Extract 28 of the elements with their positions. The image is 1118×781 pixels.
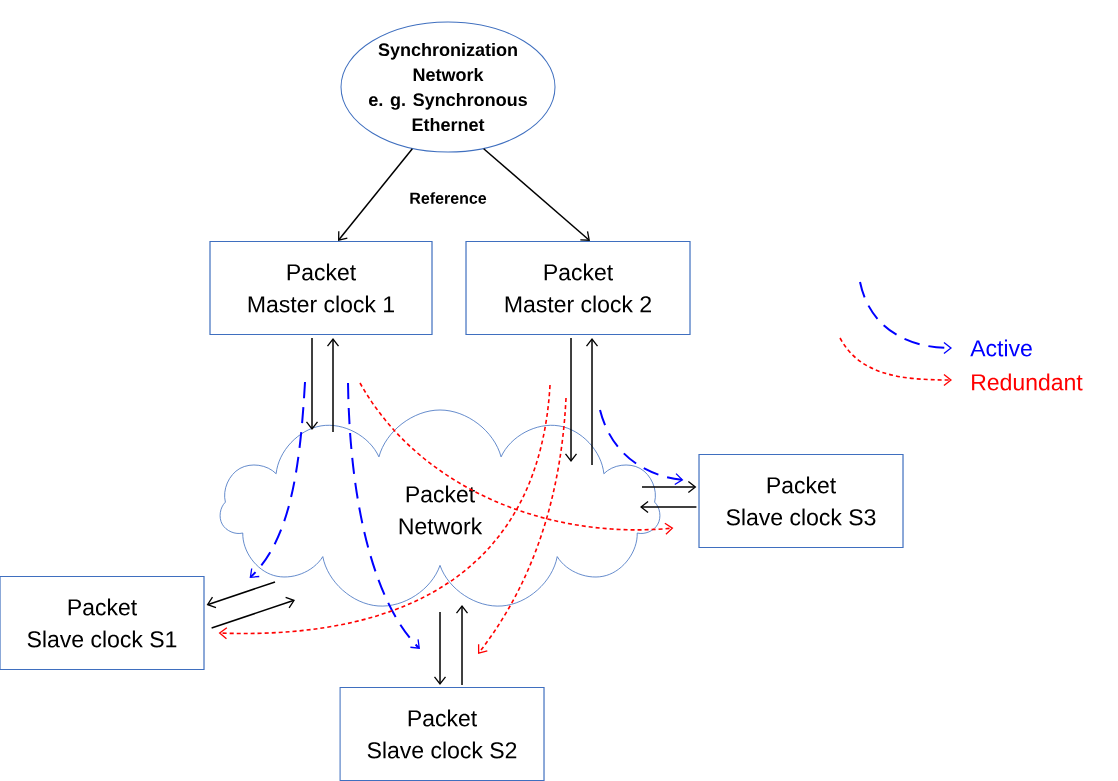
- legend-text: Active: [970, 339, 1032, 357]
- arrow: [482, 148, 590, 241]
- arrow: [210, 596, 295, 629]
- arrow: [359, 382, 674, 535]
- clock-box: Packet Slave clock S2: [339, 686, 545, 781]
- arrow: [347, 382, 420, 649]
- arrow: [455, 605, 469, 686]
- ellipse-node: Synchronization Network e. g. Synchronous Ethernet: [340, 21, 556, 153]
- clock-box: Packet Master clock 2: [465, 240, 691, 336]
- arrow: [599, 409, 684, 486]
- clock-box: Packet Slave clock S1: [0, 575, 205, 671]
- reference-label: Reference: [410, 192, 487, 204]
- legend-text: Redundant: [972, 373, 1083, 391]
- network-cloud: Packet Network: [219, 409, 661, 607]
- arrow: [249, 381, 306, 578]
- arrow: [477, 397, 567, 654]
- arrow: [641, 480, 697, 494]
- arrow: [433, 611, 447, 685]
- clock-box: Packet Slave clock S3: [698, 453, 904, 549]
- arrow: [326, 338, 340, 433]
- arrow: [218, 384, 551, 640]
- arrow: [305, 337, 319, 430]
- arrow: [585, 338, 599, 466]
- arrow: [564, 337, 578, 462]
- arrow: [206, 581, 276, 609]
- clock-box: Packet Master clock 1: [209, 240, 433, 336]
- arrow: [640, 500, 698, 514]
- arrow: [338, 148, 414, 241]
